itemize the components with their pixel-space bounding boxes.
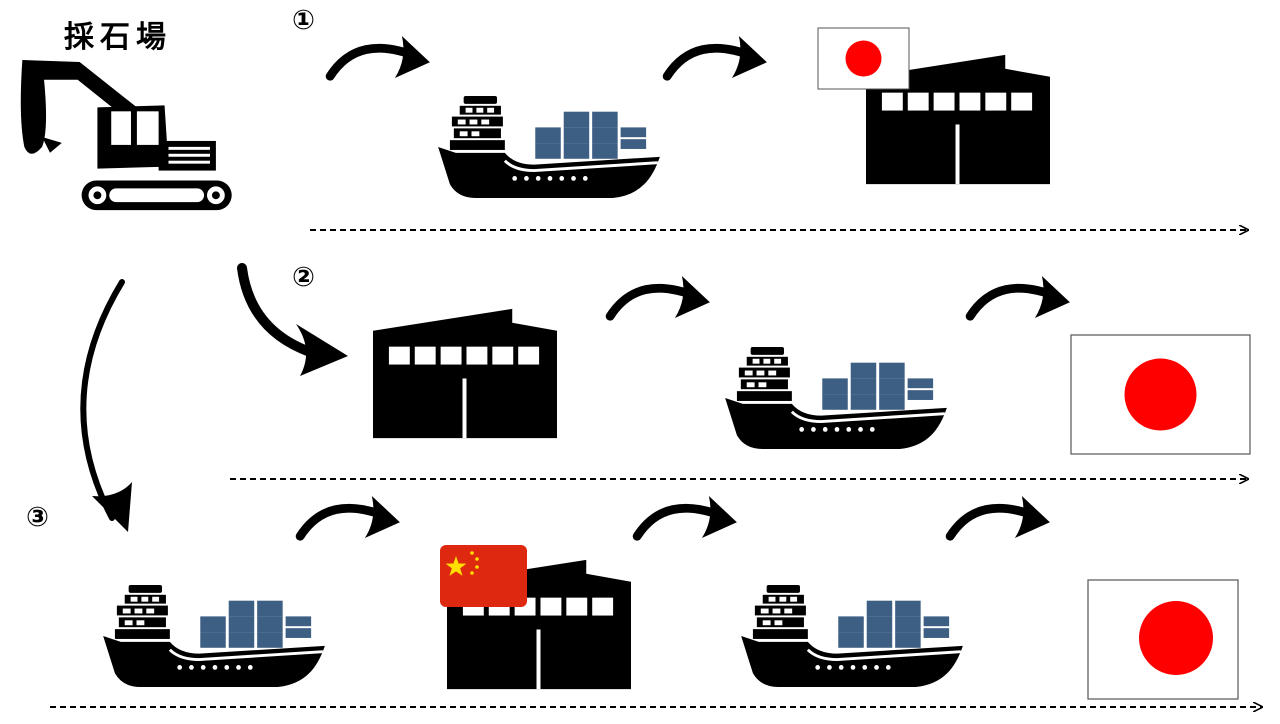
container-ship-icon — [723, 347, 949, 450]
japan-flag-icon — [1070, 334, 1251, 455]
curved-arrow-icon — [330, 36, 430, 78]
quarry-label: 採石場 — [64, 20, 172, 55]
china-flag-icon — [440, 545, 527, 607]
curved-arrow-icon — [610, 276, 710, 318]
route-2-number: ② — [292, 262, 315, 293]
curved-arrow-icon — [300, 496, 400, 538]
curved-arrow-icon — [970, 276, 1070, 318]
curved-arrow-icon — [637, 496, 737, 538]
long-curved-arrow-icon — [80, 279, 125, 521]
japan-flag-icon — [817, 27, 910, 90]
container-ship-icon — [436, 96, 662, 199]
arrowhead-icon — [296, 324, 348, 376]
factory-icon — [373, 308, 557, 439]
arrowhead-icon — [92, 482, 132, 532]
container-ship-icon — [101, 585, 327, 688]
curved-arrow-icon — [950, 496, 1050, 538]
container-ship-icon — [739, 585, 965, 688]
route-3-number: ③ — [26, 502, 49, 533]
curved-arrow-icon — [667, 36, 767, 78]
excavator-icon — [20, 59, 232, 211]
japan-flag-icon — [1087, 579, 1239, 700]
route-1-number: ① — [292, 5, 315, 36]
curved-arrow-icon — [237, 263, 315, 357]
